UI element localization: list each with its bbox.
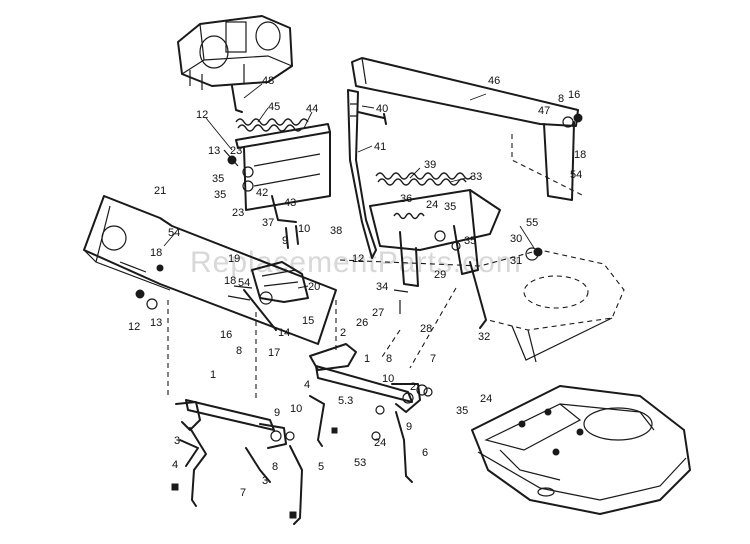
callout-35: 35 [212,173,224,185]
callout-8: 8 [272,461,278,473]
callout-41: 41 [374,141,386,153]
callout-12: 12 [352,253,364,265]
callout-1: 1 [210,369,216,381]
callout-29: 29 [434,269,446,281]
callout-23: 23 [230,145,242,157]
callout-26: 26 [356,317,368,329]
callout-34: 34 [376,281,388,293]
side-plate-21 [83,195,337,345]
callout-27: 27 [372,307,384,319]
callout-2: 2 [340,327,346,339]
callout-54: 54 [238,277,250,289]
callout-42: 42 [256,187,268,199]
height-plate-20 [227,261,309,331]
deck-outline-dashed [339,249,625,363]
callout-53: 53 [354,457,366,469]
callout-9: 9 [274,407,280,419]
callout-18: 18 [224,275,236,287]
lift-shaft-left [171,399,303,525]
callout-45: 45 [268,101,280,113]
callout-32: 32 [478,331,490,343]
callout-3: 3 [262,475,268,487]
callout-16: 16 [568,89,580,101]
callout-9: 9 [406,421,412,433]
lift-shaft-right [309,343,433,483]
callout-18: 18 [150,247,162,259]
lift-shaft-bracket [223,123,331,249]
callout-47: 47 [538,105,550,117]
callout-14: 14 [278,327,290,339]
callout-24: 24 [426,199,438,211]
callout-1: 1 [364,353,370,365]
spring-39 [375,172,473,186]
callout-46: 46 [488,75,500,87]
callout-17: 17 [268,347,280,359]
callout-18: 18 [574,149,586,161]
callout-48: 48 [262,75,274,87]
callout-10: 10 [298,223,310,235]
callout-33: 33 [470,171,482,183]
callout-30: 30 [510,233,522,245]
transmission-assembly [177,15,293,113]
callout-40: 40 [376,103,388,115]
callout-5-3: 5.3 [338,395,353,407]
callout-13: 13 [150,317,162,329]
lift-bracket-right [369,189,501,329]
callout-16: 16 [220,329,232,341]
callout-8: 8 [386,353,392,365]
callout-28: 28 [420,323,432,335]
callout-12: 12 [128,321,140,333]
callout-38: 38 [330,225,342,237]
callout-5: 5 [318,461,324,473]
dashed-leaders [167,287,457,400]
callout-7: 7 [430,353,436,365]
callout-2: 2 [410,381,416,393]
callout-31: 31 [510,255,522,267]
callout-54: 54 [570,169,582,181]
callout-44: 44 [306,103,318,115]
callout-6: 6 [422,447,428,459]
callout-24: 24 [480,393,492,405]
callout-10: 10 [382,373,394,385]
callout-24: 24 [374,437,386,449]
callout-54: 54 [168,227,180,239]
lift-handle [347,89,387,259]
callout-7: 7 [240,487,246,499]
callout-55: 55 [526,217,538,229]
rear-panel-46 [351,57,585,201]
callout-37: 37 [262,217,274,229]
spring-45 [235,118,309,132]
callout-43: 43 [284,197,296,209]
callout-labels: 48 45 44 12 13 23 35 35 23 42 43 37 10 9… [128,75,586,499]
callout-leaders [163,83,535,289]
callout-8: 8 [558,93,564,105]
callout-8: 8 [236,345,242,357]
callout-35: 35 [464,235,476,247]
callout-15: 15 [302,315,314,327]
callout-19: 19 [228,253,240,265]
callout-4: 4 [172,459,178,471]
callout-4: 4 [304,379,310,391]
callout-20: 20 [308,281,320,293]
callout-35: 35 [214,189,226,201]
callout-21: 21 [154,185,166,197]
callout-9: 9 [282,235,288,247]
callout-3: 3 [174,435,180,447]
callout-39: 39 [424,159,436,171]
callout-35: 35 [456,405,468,417]
mower-deck [471,385,691,515]
callout-10: 10 [290,403,302,415]
callout-35: 35 [444,201,456,213]
hardware [146,247,543,396]
callout-12: 12 [196,109,208,121]
callout-23: 23 [232,207,244,219]
callout-36: 36 [400,193,412,205]
callout-13: 13 [208,145,220,157]
